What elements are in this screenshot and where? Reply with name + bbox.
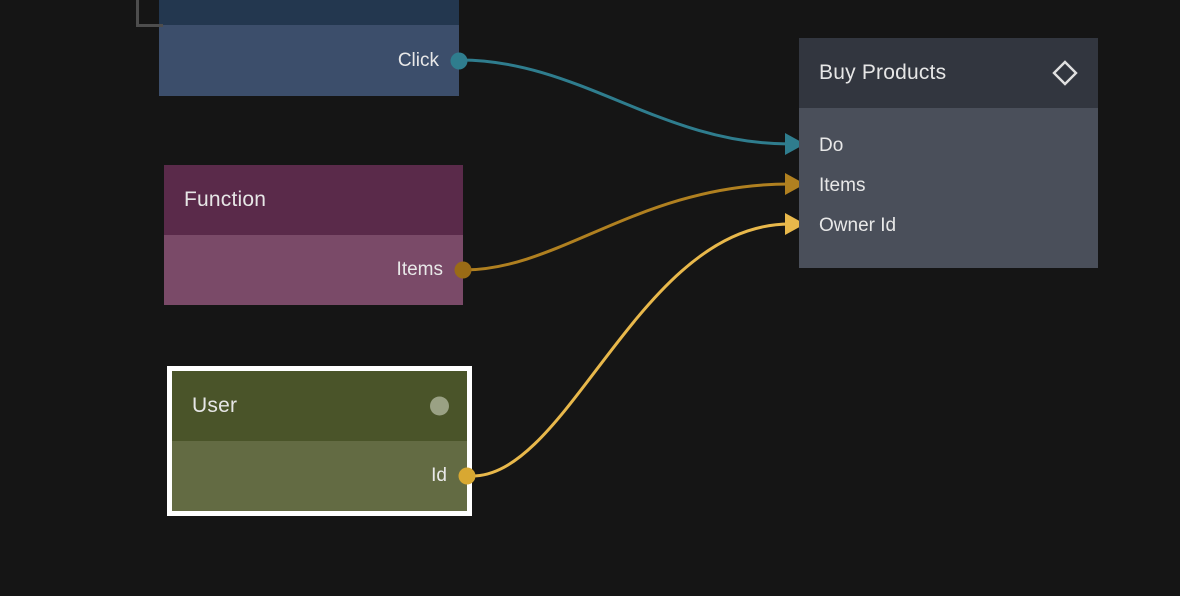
node-buy-products-header[interactable]: Buy Products	[799, 38, 1098, 108]
input-port-items-label: Items	[819, 175, 866, 196]
node-function[interactable]: Function Items	[164, 165, 472, 305]
output-port-items-label: Items	[396, 259, 443, 280]
selection-corner-bracket	[136, 0, 163, 27]
edge-id-to-owner-id	[470, 222, 792, 478]
output-port-click[interactable]: Click	[159, 25, 468, 96]
output-port-click-label: Click	[397, 49, 439, 71]
output-port-click-dot[interactable]	[450, 52, 468, 69]
output-port-id[interactable]: Id	[172, 441, 476, 511]
diamond-icon[interactable]	[1052, 60, 1078, 86]
node-trigger-body: Click	[159, 25, 468, 96]
node-function-body: Items	[164, 235, 472, 305]
output-port-items-dot[interactable]	[454, 261, 472, 279]
node-function-title: Function	[184, 188, 267, 211]
node-trigger-header[interactable]	[159, 0, 459, 25]
node-user-header[interactable]: User	[172, 371, 467, 441]
output-port-id-dot[interactable]	[458, 467, 476, 485]
input-port-owner-id[interactable]: Owner Id	[799, 206, 1098, 246]
status-dot-icon	[430, 396, 449, 416]
edge-click-to-do	[458, 58, 792, 146]
node-function-header[interactable]: Function	[164, 165, 463, 235]
input-port-items[interactable]: Items	[799, 166, 1098, 206]
input-port-do[interactable]: Do	[799, 126, 1098, 166]
node-buy-products-body: Do Items Owner Id	[799, 108, 1098, 268]
node-buy-products[interactable]: Buy Products Do Items Owner Id	[799, 38, 1098, 268]
node-buy-products-title: Buy Products	[819, 61, 947, 84]
input-port-do-label: Do	[819, 135, 844, 156]
node-user[interactable]: User Id	[167, 366, 476, 516]
output-port-items[interactable]: Items	[164, 235, 472, 305]
node-user-title: User	[192, 394, 238, 417]
input-port-owner-id-label: Owner Id	[819, 215, 897, 236]
node-trigger[interactable]: Click	[159, 0, 468, 96]
node-user-body: Id	[172, 441, 476, 511]
edge-items-to-items	[462, 182, 792, 272]
output-port-id-label: Id	[431, 465, 447, 486]
